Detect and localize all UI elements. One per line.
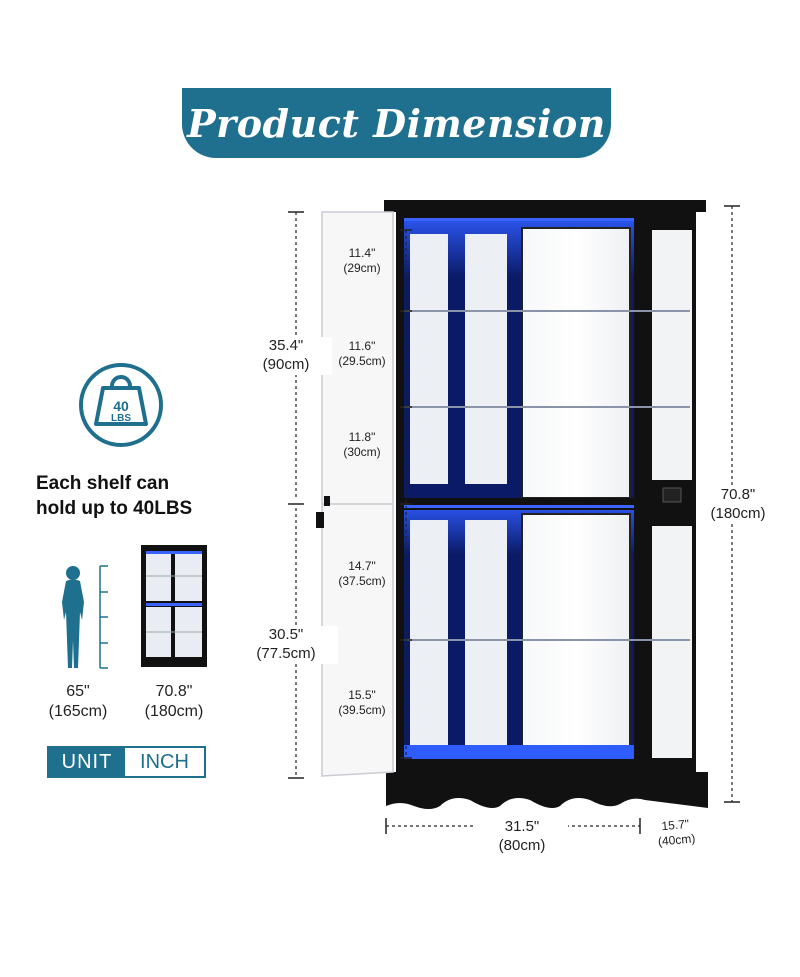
weight-badge-unit: LBS (111, 413, 131, 424)
width-in: 31.5" (504, 818, 540, 835)
shelf-spacing-4-cm: (37.5cm) (338, 574, 386, 588)
width-cm: (80cm) (498, 836, 546, 854)
shelf-spacing-2-cm: (29.5cm) (338, 354, 386, 368)
shelf-spacing-3: 11.8" (30cm) (328, 430, 396, 460)
shelf-spacing-1: 11.4" (29cm) (328, 246, 396, 276)
shelf-spacing-5-in: 15.5" (348, 688, 376, 702)
upper-door-dimension: 35.4" (90cm) (240, 337, 332, 375)
weight-icon (79, 363, 163, 447)
shelf-spacing-3-cm: (30cm) (343, 445, 381, 459)
shelf-spacing-1-cm: (29cm) (343, 261, 381, 275)
person-height-in: 65" (66, 683, 90, 700)
shelf-spacing-5: 15.5" (39.5cm) (326, 688, 398, 718)
person-silhouette-icon (62, 566, 84, 668)
shelf-spacing-2: 11.6" (29.5cm) (326, 339, 398, 369)
cabinet-height-label: 70.8" (180cm) (132, 682, 216, 722)
inch-label: INCH (125, 748, 204, 776)
lower-door-cm: (77.5cm) (256, 644, 316, 662)
weight-badge-value: 40 (113, 398, 129, 414)
capacity-note-line1: Each shelf can (36, 473, 170, 494)
cabinet-icon (141, 545, 207, 667)
total-height-in: 70.8" (720, 486, 756, 503)
open-glass-door (316, 211, 394, 777)
cabinet-height-in: 70.8" (155, 683, 193, 700)
lower-door-dimension: 30.5" (77.5cm) (234, 626, 338, 664)
person-height-label: 65" (165cm) (36, 682, 120, 722)
shelf-spacing-3-in: 11.8" (348, 430, 376, 444)
capacity-note: Each shelf can hold up to 40LBS (36, 472, 192, 521)
title-banner: Product Dimension (182, 88, 611, 158)
shelf-spacing-4: 14.7" (37.5cm) (326, 559, 398, 589)
width-dimension: 31.5" (80cm) (476, 818, 568, 856)
person-height-cm: (165cm) (48, 703, 108, 720)
unit-toggle: UNIT INCH (47, 746, 206, 778)
unit-label: UNIT (49, 748, 125, 776)
depth-dimension: 15.7" (40cm) (646, 815, 706, 851)
total-height-dimension: 70.8" (180cm) (698, 486, 778, 524)
total-height-cm: (180cm) (710, 504, 766, 522)
person-scale (99, 565, 108, 669)
lower-door-in: 30.5" (268, 626, 304, 643)
shelf-spacing-5-cm: (39.5cm) (338, 703, 386, 717)
capacity-note-line2: hold up to 40LBS (36, 497, 193, 519)
upper-door-in: 35.4" (268, 337, 304, 354)
cabinet-height-cm: (180cm) (144, 703, 204, 720)
main-cabinet (384, 200, 708, 809)
page-title: Product Dimension (187, 100, 606, 146)
shelf-spacing-2-in: 11.6" (348, 339, 376, 353)
upper-door-cm: (90cm) (262, 355, 310, 373)
shelf-spacing-1-in: 11.4" (348, 246, 376, 260)
shelf-spacing-4-in: 14.7" (348, 559, 376, 573)
